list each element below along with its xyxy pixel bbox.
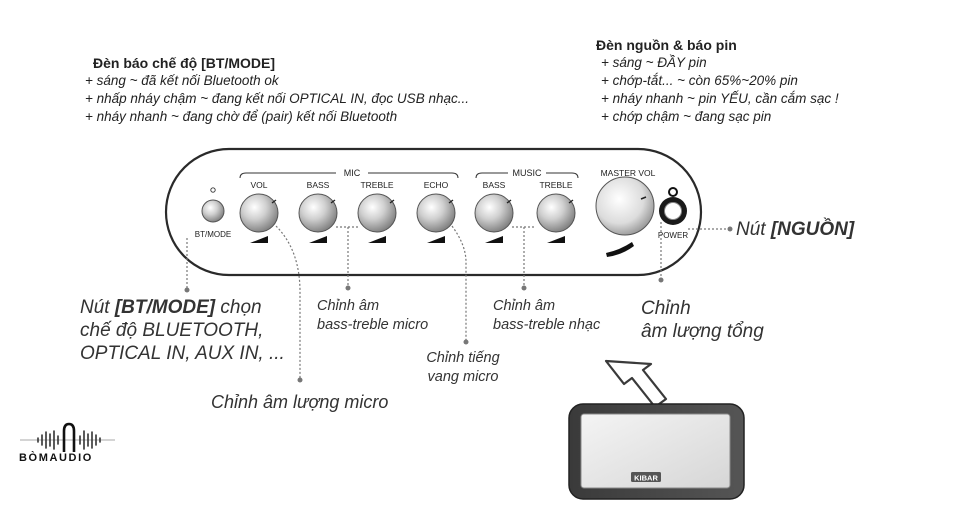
- mic-treble-knob[interactable]: [357, 193, 397, 233]
- music-group-label: MUSIC: [513, 168, 543, 178]
- logo-text: BÒMAUDIO: [19, 451, 93, 464]
- knob-label-mic-bass: BASS: [307, 180, 330, 190]
- echo-level-wedge: [427, 236, 445, 243]
- music-bass-treble-callout: Chỉnh âm bass-treble nhạc: [493, 297, 600, 335]
- callout-line: bass-treble nhạc: [493, 317, 601, 333]
- callout-line: Chỉnh âm: [317, 298, 380, 314]
- speaker-illustration: KIBAR: [568, 403, 745, 500]
- mode-led-title: Đèn báo chế độ [BT/MODE]: [93, 55, 275, 71]
- bomaudio-logo: BÒMAUDIO: [19, 422, 115, 464]
- master-vol-knob[interactable]: [595, 176, 655, 236]
- knob-label-echo: ECHO: [424, 180, 449, 190]
- bt-mode-callout: Nút [BT/MODE] chọn chế độ BLUETOOTH, OPT…: [80, 296, 285, 365]
- bt-mode-button[interactable]: [201, 199, 225, 223]
- callout-text: chọn: [215, 297, 262, 318]
- power-led-title: Đèn nguồn & báo pin: [596, 37, 737, 53]
- power-led-line: + nháy nhanh ~ pin YẾU, cần cắm sạc !: [601, 91, 839, 106]
- master-vol-level-arc: [606, 242, 634, 257]
- knob-label-music-treble: TREBLE: [539, 180, 572, 190]
- music-treble-level-wedge: [547, 236, 565, 243]
- knob-label-master-vol: MASTER VOL: [601, 168, 656, 178]
- mode-led: [210, 187, 216, 193]
- music-bass-knob[interactable]: [474, 193, 514, 233]
- pointer-arrow-icon: [604, 359, 668, 409]
- callout-line: bass-treble micro: [317, 317, 429, 333]
- callout-bold: [BT/MODE]: [114, 297, 216, 318]
- knob-label-vol: VOL: [250, 180, 267, 190]
- master-vol-callout: Chỉnh âm lượng tổng: [641, 297, 764, 343]
- echo-knob-indicator: [448, 199, 454, 204]
- echo-callout: Chỉnh tiếng vang micro: [418, 349, 508, 387]
- music-bass-knob-indicator: [506, 199, 512, 204]
- logo-waveform-icon: [37, 430, 101, 450]
- mic-group-label: MIC: [344, 168, 361, 178]
- callout-line: âm lượng tổng: [641, 321, 764, 342]
- callout-line: OPTICAL IN, AUX IN, ...: [80, 343, 285, 364]
- music-treble-knob[interactable]: [536, 193, 576, 233]
- mic-bracket-right: [368, 172, 459, 179]
- callout-text: Nút: [736, 219, 771, 240]
- mic-bass-knob[interactable]: [298, 193, 338, 233]
- mic-treble-knob-indicator: [389, 199, 395, 204]
- mic-treble-level-wedge: [368, 236, 386, 243]
- music-bracket-right: [546, 172, 579, 179]
- callout-bold: [NGUỒN]: [770, 219, 855, 240]
- vol-knob[interactable]: [239, 193, 279, 233]
- callout-line: Chỉnh tiếng: [426, 350, 500, 366]
- music-treble-knob-indicator: [568, 199, 574, 204]
- power-button-callout: Nút [NGUỒN]: [736, 218, 854, 241]
- leader-lines: [186, 222, 728, 378]
- power-button-cap: [664, 202, 682, 220]
- speaker-badge-text: KIBAR: [634, 474, 658, 483]
- callout-line: vang micro: [427, 369, 499, 385]
- mode-led-line: + nháy nhanh ~ đang chờ để (pair) kết nố…: [85, 109, 398, 124]
- callout-line: Chỉnh âm: [493, 298, 556, 314]
- callout-line: chế độ BLUETOOTH,: [80, 320, 264, 341]
- vol-knob-indicator: [271, 199, 277, 204]
- speaker-grill: [580, 413, 731, 489]
- master-vol-indicator: [640, 196, 647, 200]
- mode-led-line: + sáng ~ đã kết nối Bluetooth ok: [85, 73, 279, 88]
- power-led-line: + chớp-tắt... ~ còn 65%~20% pin: [601, 73, 798, 88]
- speaker-badge: [631, 472, 661, 482]
- bt-mode-label: BT/MODE: [195, 230, 231, 239]
- echo-knob[interactable]: [416, 193, 456, 233]
- power-led-line: + chớp chậm ~ đang sạc pin: [601, 109, 772, 124]
- power-label: POWER: [658, 231, 688, 240]
- mic-bass-level-wedge: [309, 236, 327, 243]
- music-bass-level-wedge: [485, 236, 503, 243]
- callout-text: Nút: [80, 297, 115, 318]
- mic-volume-callout: Chỉnh âm lượng micro: [211, 392, 389, 412]
- leader-endpoints: [184, 226, 733, 383]
- mic-bass-treble-callout: Chỉnh âm bass-treble micro: [317, 297, 428, 335]
- music-bracket-left: [475, 172, 508, 179]
- knob-label-mic-treble: TREBLE: [360, 180, 393, 190]
- knob-label-music-bass: BASS: [483, 180, 506, 190]
- mode-led-line: + nhấp nháy chậm ~ đang kết nối OPTICAL …: [85, 91, 469, 106]
- logo-a-mark: [62, 422, 76, 452]
- power-led: [668, 187, 678, 197]
- power-led-line: + sáng ~ ĐẦY pin: [601, 55, 707, 70]
- vol-level-wedge: [250, 236, 268, 243]
- callout-line: Nút [BT/MODE] chọn: [80, 296, 285, 319]
- mic-bracket-left: [239, 172, 336, 179]
- mic-bass-knob-indicator: [330, 199, 336, 204]
- callout-line: Chỉnh: [641, 298, 691, 319]
